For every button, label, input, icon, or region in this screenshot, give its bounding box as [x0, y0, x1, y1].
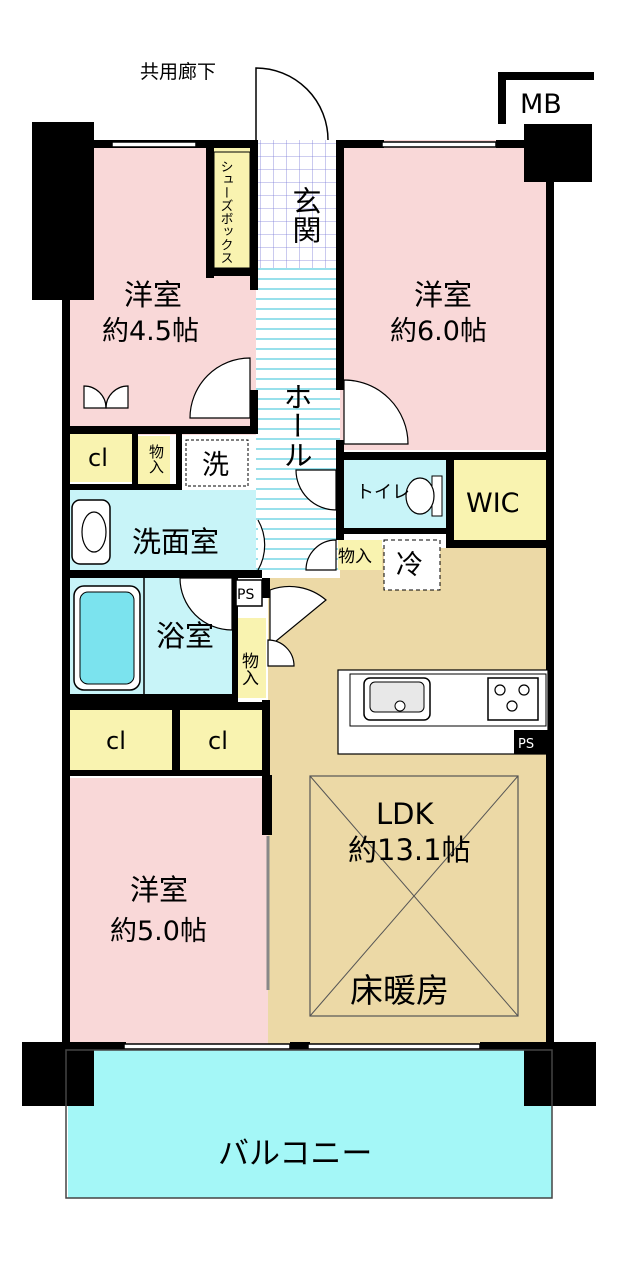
- shoebox-label: シューズボックス: [218, 160, 233, 264]
- storage-3-label: 物入: [238, 652, 259, 686]
- hall-fill: [256, 268, 340, 578]
- burner-2: [518, 684, 530, 696]
- storage3-fill: [236, 618, 266, 698]
- shoebox-fill: [210, 148, 250, 270]
- room-ne-size: 約6.0帖: [390, 316, 487, 347]
- storage1-fill: [138, 436, 170, 490]
- closet-3-label: cl: [208, 727, 228, 755]
- room-ne-name: 洋室: [414, 278, 472, 312]
- corridor-label: 共用廊下: [140, 61, 216, 83]
- entrance-fill: [256, 140, 340, 268]
- storage-1-label: 物入: [147, 444, 165, 474]
- ldk-fill: [268, 570, 550, 1048]
- closet-2-label: cl: [106, 727, 126, 755]
- closet2-fill: [70, 708, 174, 770]
- stove: [487, 677, 539, 721]
- storage-2-label: 物入: [338, 547, 372, 567]
- closet-1-label: cl: [88, 444, 108, 472]
- ps-box-2: [514, 730, 550, 754]
- balcony-fill: [68, 1050, 552, 1198]
- ps-box-1: [235, 579, 263, 607]
- ps-2-label: PS: [518, 737, 534, 752]
- fridge-space: [383, 539, 441, 591]
- ldk-size: 約13.1帖: [348, 833, 471, 867]
- walls: [22, 72, 596, 1106]
- sink-basin: [369, 681, 425, 713]
- ldk-name: LDK: [376, 797, 434, 831]
- room-nw-size: 約4.5帖: [102, 316, 199, 347]
- windows: [111, 141, 497, 1050]
- storage2-fill: [338, 540, 382, 570]
- washer-label: 洗: [202, 450, 229, 481]
- ps-1-label: PS: [237, 587, 254, 603]
- toilet-bowl: [405, 477, 435, 515]
- room-sw-size: 約5.0帖: [110, 916, 207, 947]
- burner-3: [506, 700, 518, 712]
- hall-label: ホール: [279, 382, 313, 469]
- room-sw-fill: [66, 778, 268, 1048]
- room-sw-name: 洋室: [130, 873, 188, 907]
- washroom-label: 洗面室: [132, 525, 219, 559]
- door-swings: [83, 357, 409, 667]
- front-door-swing: [255, 67, 329, 141]
- mb-label: MB: [520, 89, 562, 120]
- floor-heating-area: [309, 775, 519, 1017]
- washbasin-bowl: [81, 511, 107, 553]
- floor-heating-label: 床暖房: [350, 971, 449, 1010]
- toilet-label: トイレ: [356, 482, 410, 503]
- bath-label: 浴室: [156, 619, 214, 653]
- burner-1: [494, 684, 506, 696]
- shoebox-outline: [213, 151, 251, 269]
- fridge-label: 冷: [396, 550, 423, 581]
- sink-drain: [394, 700, 406, 712]
- room-nw-name: 洋室: [124, 278, 182, 312]
- entrance-label: 玄関: [288, 186, 322, 244]
- floor-heating-diag-2: [309, 775, 519, 1017]
- balcony-outline: [65, 1049, 553, 1199]
- wic-label: WIC: [466, 488, 520, 519]
- bathtub-inner: [79, 591, 135, 685]
- mb-box: [506, 80, 594, 124]
- washer-space: [185, 439, 249, 487]
- closet3-fill: [180, 708, 264, 770]
- wic-fill: [452, 458, 550, 544]
- balcony-label: バルコニー: [218, 1136, 372, 1172]
- closet1-fill: [70, 430, 132, 482]
